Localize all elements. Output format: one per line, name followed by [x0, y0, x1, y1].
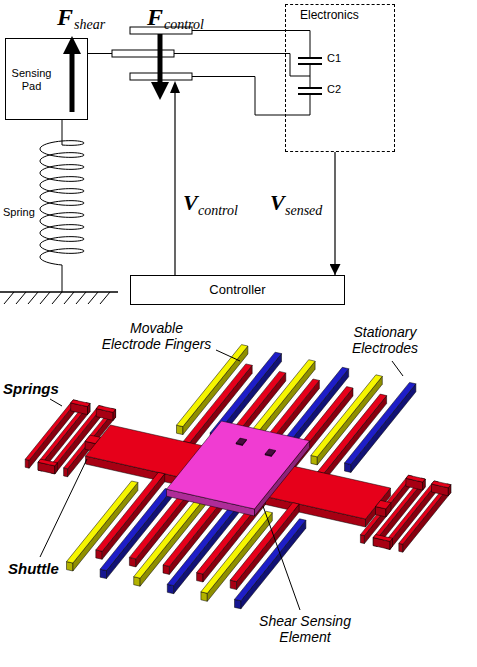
force-subscript: shear — [74, 17, 105, 33]
pad-link-wire — [88, 53, 112, 54]
folded-spring — [376, 500, 391, 509]
mems-illustration — [25, 345, 451, 609]
part-name: Movable Electrode Fingers — [100, 320, 213, 352]
folded-spring — [25, 459, 29, 468]
arrow-head — [151, 82, 169, 100]
shear-sensing-element — [167, 421, 310, 509]
node-label: Electronics — [300, 9, 359, 23]
stationary-electrode — [351, 384, 416, 473]
electronics-box: Electronics — [285, 4, 395, 152]
spring-symbol — [40, 120, 84, 292]
folded-spring — [364, 476, 412, 543]
capacitor-name: C2 — [327, 83, 341, 96]
voltage-symbol: V — [183, 190, 198, 215]
wire — [192, 77, 310, 116]
capacitor-plate — [298, 93, 322, 95]
folded-spring — [360, 535, 364, 544]
node-label: Controller — [209, 283, 265, 298]
stationary-electrode — [345, 382, 416, 464]
movable-electrode-bar — [112, 50, 174, 57]
part-name: Spring — [3, 206, 35, 219]
folded-spring — [38, 459, 57, 466]
spring-coil — [40, 141, 84, 265]
force-subscript: control — [164, 17, 204, 33]
part-name: Shear Sensing Element — [255, 613, 355, 645]
arrow-head — [170, 81, 180, 93]
part-name: Shuttle — [8, 560, 59, 577]
leader-line — [40, 459, 87, 557]
spring-lead — [62, 265, 63, 292]
force-symbol: F — [57, 4, 73, 32]
force-symbol: F — [147, 4, 163, 32]
control-force-arrow — [158, 34, 163, 86]
leader-line — [216, 350, 240, 361]
capacitor-plate — [298, 57, 322, 59]
folded-spring — [71, 400, 90, 407]
voltage-subscript: control — [198, 203, 238, 219]
shear-force-arrow — [70, 50, 75, 112]
leader-line — [50, 399, 62, 406]
folded-spring — [360, 475, 412, 535]
signal-arrow — [334, 152, 335, 275]
stationary-electrode — [241, 520, 306, 609]
top-schematic — [0, 27, 322, 304]
voltage-subscript: sensed — [285, 203, 322, 219]
ground-line — [0, 291, 118, 293]
voltage-symbol: V — [270, 190, 285, 215]
folded-spring — [399, 543, 403, 552]
folded-spring — [64, 468, 68, 477]
control-voltage-arrow — [174, 92, 175, 275]
folded-spring — [406, 475, 425, 482]
part-name: Springs — [3, 380, 59, 397]
folded-spring — [96, 406, 115, 413]
wire — [174, 54, 310, 77]
node-label: Sensing Pad — [9, 67, 54, 92]
sensing-element-mark — [265, 449, 275, 455]
capacitor-plate — [298, 63, 322, 65]
sensing-element-mark — [236, 438, 246, 444]
controller-box: Controller — [130, 275, 345, 305]
capacitor-plate — [298, 87, 322, 89]
sensing-pad-box: Sensing Pad — [5, 38, 88, 120]
wire — [310, 64, 311, 88]
folded-spring — [373, 535, 392, 542]
leader-line — [392, 361, 403, 376]
part-name: Stationary Electrodes — [345, 324, 425, 356]
capacitor-name: C1 — [327, 52, 341, 65]
leader-lines — [40, 350, 403, 610]
leader-line — [263, 506, 300, 610]
folded-spring — [432, 481, 451, 488]
ground-hatching — [4, 292, 110, 304]
stationary-electrode — [235, 519, 306, 601]
